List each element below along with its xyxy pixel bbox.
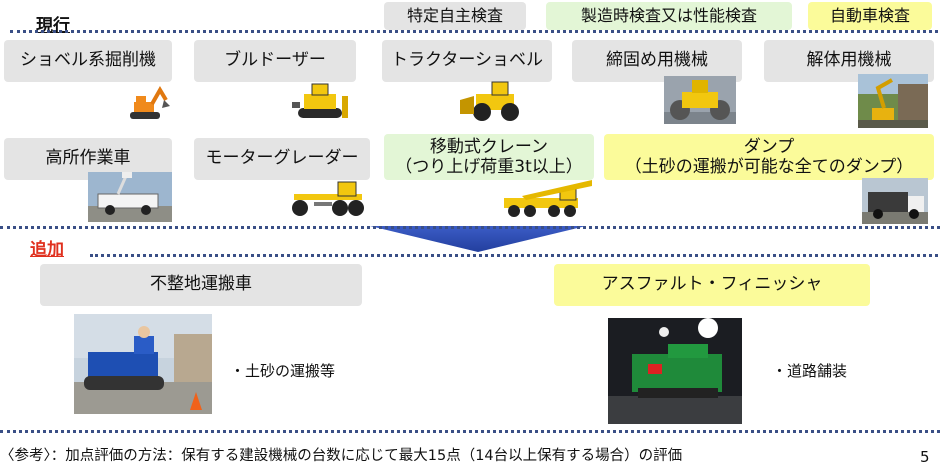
aerial-work-vehicle-photo — [88, 172, 172, 222]
legend-vehicle-inspection: 自動車検査 — [808, 2, 932, 30]
machine-excavator-label: ショベル系掘削機 — [4, 40, 172, 82]
section-divider — [90, 254, 938, 257]
machine-compactor-label: 締固め用機械 — [572, 40, 742, 82]
excavator-image — [124, 82, 170, 122]
page-number: 5 — [920, 448, 930, 466]
machine-motor-grader-label: モーターグレーダー — [194, 138, 370, 180]
wheel-loader-image — [458, 80, 534, 122]
machine-mobile-crane-label: 移動式クレーン （つり上げ荷重3t以上） — [384, 134, 594, 180]
machine-tractor-shovel-label: トラクターショベル — [382, 40, 552, 82]
section-divider — [10, 30, 938, 33]
demolition-machine-photo — [858, 74, 928, 128]
machine-bulldozer-label: ブルドーザー — [194, 40, 356, 82]
section-divider — [0, 226, 940, 229]
added-section-label: 追加 — [30, 240, 64, 260]
down-arrow-icon — [370, 226, 586, 252]
machine-dump-truck-label: ダンプ （土砂の運搬が可能な全てのダンプ） — [604, 134, 934, 180]
added-asphalt-finisher-note: ・道路舗装 — [772, 362, 848, 380]
added-crawler-carrier-label: 不整地運搬車 — [40, 264, 362, 306]
legend-specified-self-inspection: 特定自主検査 — [384, 2, 526, 30]
added-crawler-carrier-note: ・土砂の運搬等 — [230, 362, 336, 380]
added-asphalt-finisher-label: アスファルト・フィニッシャ — [554, 264, 870, 306]
legend-manufacturing-inspection: 製造時検査又は性能検査 — [546, 2, 792, 30]
bulldozer-image — [290, 80, 356, 122]
motor-grader-image — [290, 174, 366, 218]
mobile-crane-image — [502, 178, 594, 218]
section-divider — [0, 430, 940, 433]
dump-truck-photo — [862, 178, 928, 224]
footer-reference-note: 〈参考〉：加点評価の方法：保有する建設機械の台数に応じて最大15点（14台以上保… — [0, 448, 683, 464]
crawler-carrier-photo — [74, 314, 212, 414]
road-roller-image — [664, 76, 736, 124]
asphalt-finisher-photo — [608, 318, 742, 424]
